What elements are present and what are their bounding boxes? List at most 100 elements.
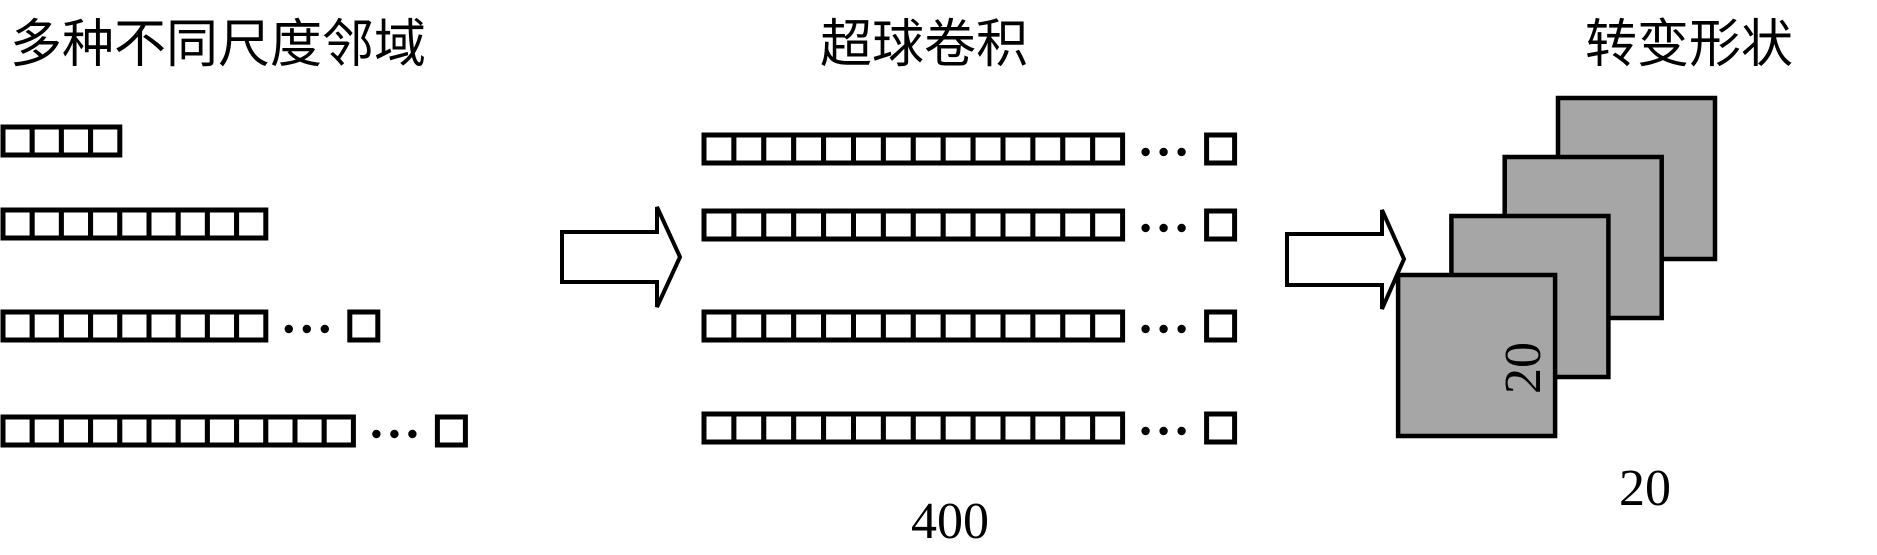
neighborhood-cell: [204, 414, 240, 448]
neighborhood-cell: [970, 132, 1006, 166]
neighborhood-cell: [1030, 132, 1066, 166]
title-reshape: 转变形状: [1585, 15, 1793, 75]
neighborhood-cell: [58, 207, 94, 241]
neighborhood-cell: [910, 411, 946, 445]
neighborhood-cell: [234, 414, 269, 448]
neighborhood-cell: [146, 309, 181, 343]
ellipsis-dot: [372, 429, 381, 439]
neighborhood-cell: [880, 309, 916, 343]
neighborhood-cell: [880, 411, 916, 445]
neighborhood-cell: [791, 208, 827, 242]
ellipsis-dot: [1159, 426, 1168, 436]
neighborhood-cell: [731, 132, 767, 166]
ellipsis-dot: [320, 324, 329, 334]
final-cell: [1204, 309, 1238, 343]
cell-row: [701, 309, 1238, 343]
final-cell: [1204, 132, 1238, 166]
ellipsis-dot: [408, 429, 417, 439]
ellipsis-dot: [1177, 324, 1186, 334]
ellipsis-dot: [390, 429, 399, 439]
neighborhood-cell: [851, 411, 886, 445]
neighborhood-cell: [821, 132, 856, 166]
neighborhood-cell: [1030, 411, 1066, 445]
neighborhood-cell: [970, 208, 1006, 242]
ellipsis-dot: [302, 324, 311, 334]
ellipsis-dot: [1159, 223, 1168, 233]
vector-length-label: 400: [911, 493, 989, 550]
neighborhood-cell: [0, 124, 35, 158]
neighborhood-cell: [58, 414, 94, 448]
reshaped-feature-maps: [1395, 95, 1718, 439]
neighborhood-cell: [117, 207, 152, 241]
neighborhood-cell: [0, 414, 35, 448]
neighborhood-cell: [321, 414, 356, 448]
cell-row: [701, 208, 1238, 242]
ellipsis-dot: [1141, 324, 1150, 334]
neighborhood-cell: [761, 132, 797, 166]
title-hypersphere-convolution: 超球卷积: [820, 15, 1028, 75]
neighborhood-cell: [146, 414, 181, 448]
neighborhood-cell: [791, 309, 827, 343]
neighborhood-cell: [175, 309, 210, 343]
neighborhood-cell: [910, 309, 946, 343]
neighborhood-cell: [940, 309, 976, 343]
ellipsis-dot: [1141, 223, 1150, 233]
neighborhood-cell: [701, 309, 737, 343]
neighborhood-cell: [910, 208, 946, 242]
neighborhood-cell: [29, 414, 64, 448]
final-cell: [1204, 208, 1238, 242]
neighborhood-cell: [910, 132, 946, 166]
neighborhood-cell: [175, 207, 210, 241]
neighborhood-cell: [234, 309, 269, 343]
neighborhood-cell: [1090, 208, 1126, 242]
neighborhood-cell: [940, 208, 976, 242]
multiscale-neighborhood-rows: [0, 124, 468, 448]
neighborhood-cell: [146, 207, 181, 241]
final-cell: [347, 309, 381, 343]
ellipsis-dot: [1177, 426, 1186, 436]
map-width-label: 20: [1619, 460, 1671, 517]
final-cell: [1204, 411, 1238, 445]
neighborhood-cell: [731, 208, 767, 242]
neighborhood-cell: [880, 132, 916, 166]
neighborhood-cell: [88, 414, 123, 448]
neighborhood-cell: [1000, 411, 1036, 445]
neighborhood-cell: [701, 132, 737, 166]
neighborhood-cell: [29, 207, 64, 241]
neighborhood-cell: [117, 309, 152, 343]
neighborhood-cell: [263, 414, 298, 448]
cell-row: [0, 309, 381, 343]
neighborhood-cell: [731, 309, 767, 343]
ellipsis-dot: [1177, 223, 1186, 233]
right-arrow-icon: [1285, 209, 1407, 310]
neighborhood-cell: [1060, 309, 1096, 343]
ellipsis-dot: [284, 324, 293, 334]
cell-row: [0, 207, 269, 241]
neighborhood-cell: [29, 124, 64, 158]
ellipsis-dot: [1159, 324, 1168, 334]
neighborhood-cell: [970, 411, 1006, 445]
neighborhood-cell: [1060, 411, 1096, 445]
neighborhood-cell: [88, 309, 123, 343]
neighborhood-cell: [204, 207, 240, 241]
neighborhood-cell: [58, 124, 94, 158]
neighborhood-cell: [701, 411, 737, 445]
final-cell: [434, 414, 468, 448]
ellipsis-dot: [1159, 147, 1168, 157]
neighborhood-cell: [851, 208, 886, 242]
neighborhood-cell: [1090, 411, 1126, 445]
neighborhood-cell: [970, 309, 1006, 343]
neighborhood-cell: [1000, 208, 1036, 242]
neighborhood-cell: [58, 309, 94, 343]
neighborhood-cell: [761, 208, 797, 242]
neighborhood-cell: [880, 208, 916, 242]
neighborhood-cell: [1000, 309, 1036, 343]
neighborhood-cell: [117, 414, 152, 448]
neighborhood-cell: [701, 208, 737, 242]
neighborhood-cell: [821, 309, 856, 343]
neighborhood-cell: [204, 309, 240, 343]
cell-row: [701, 132, 1238, 166]
ellipsis-dot: [1141, 147, 1150, 157]
right-arrow-icon: [560, 206, 683, 308]
